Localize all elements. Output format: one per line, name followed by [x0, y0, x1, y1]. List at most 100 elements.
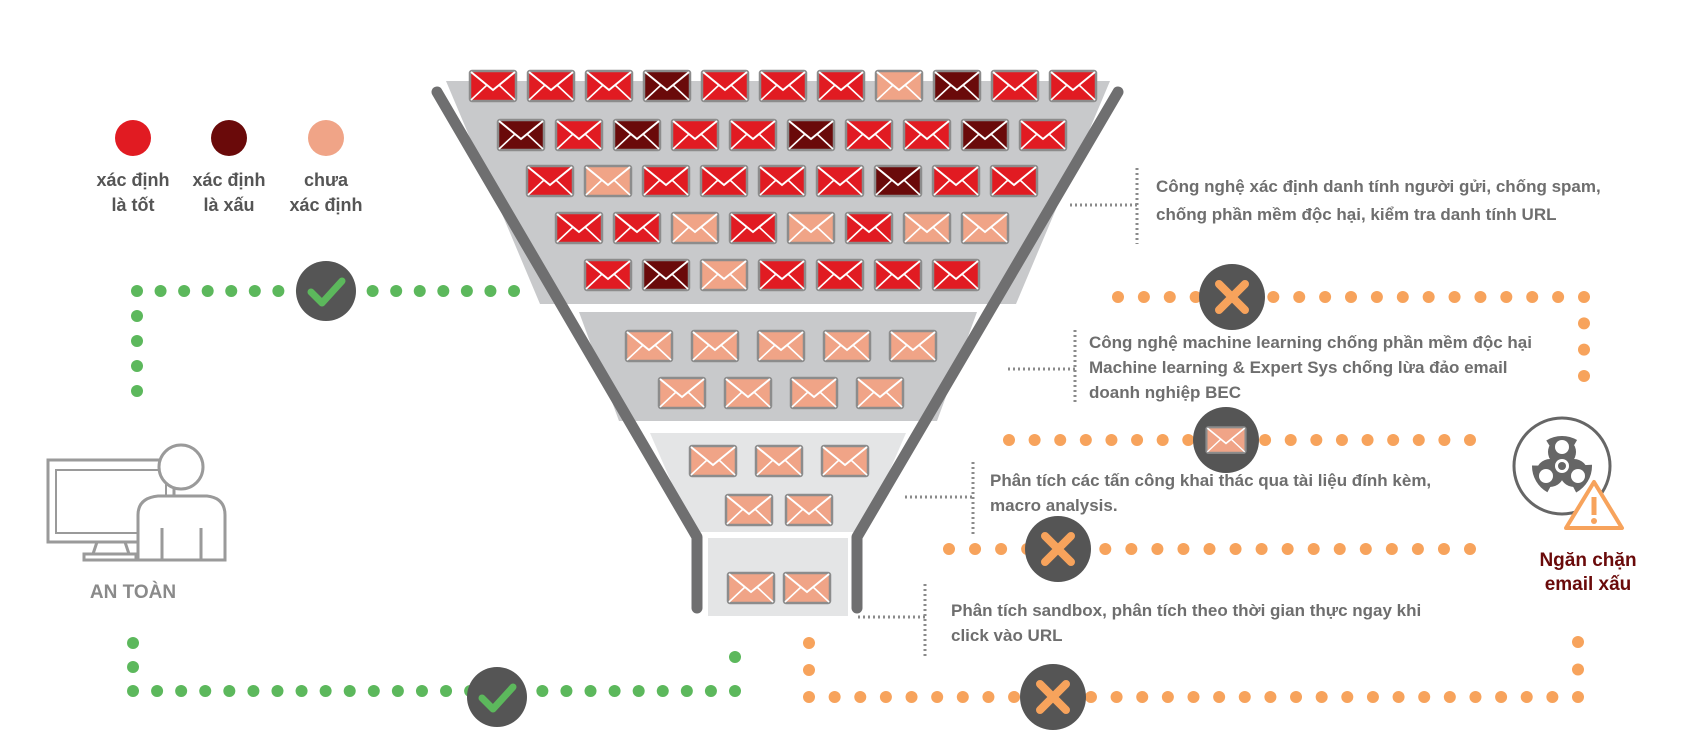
legend-good-dot [115, 120, 151, 156]
email-icon [820, 444, 870, 478]
email-icon [789, 376, 839, 410]
email-icon [723, 376, 773, 410]
email-icon [641, 258, 691, 292]
email-icon [624, 329, 674, 363]
email-icon [700, 69, 750, 103]
email-icon [583, 258, 633, 292]
email-icon [468, 69, 518, 103]
email-icon [902, 211, 952, 245]
email-icon [612, 211, 662, 245]
check-icon [467, 667, 527, 727]
email-icon [584, 69, 634, 103]
email-icon [642, 69, 692, 103]
email-icon [844, 118, 894, 152]
legend-bad-dot [211, 120, 247, 156]
legend-good-label-line1: xác định [96, 170, 169, 190]
flow-path-block-3 [943, 543, 1476, 555]
email-icon [699, 258, 749, 292]
email-icon [815, 258, 865, 292]
biohazard-icon [1532, 436, 1592, 496]
email-icon [960, 211, 1010, 245]
legend-bad-label-line2: là xấu [203, 195, 254, 215]
funnel-rim-right [851, 86, 1124, 614]
stage-labels: Công nghệ xác định danh tính người gửi, … [858, 168, 1601, 656]
email-icon [844, 211, 894, 245]
safe-area: AN TOÀN [46, 443, 227, 603]
x-icon [1020, 664, 1086, 730]
email-icon [816, 69, 866, 103]
legend: xác định là tốt xác định là xấu chưa xác… [96, 120, 363, 215]
email-marker [1193, 407, 1259, 473]
email-icon [990, 69, 1040, 103]
safe-label: AN TOÀN [90, 581, 176, 603]
legend-bad-label-line1: xác định [192, 170, 265, 190]
stage-2-label-line2: Machine learning & Expert Sys chống lừa … [1089, 358, 1508, 377]
stage-1-label-line1: Công nghệ xác định danh tính người gửi, … [1156, 177, 1601, 196]
email-icon [641, 164, 691, 198]
email-icon [754, 444, 804, 478]
legend-unknown-dot [308, 120, 344, 156]
stage-4-label-line2: click vào URL [951, 626, 1063, 645]
warning-triangle-icon [1564, 480, 1624, 530]
email-icon [815, 164, 865, 198]
stage-3-label-line2: macro analysis. [990, 496, 1118, 515]
email-icon [670, 118, 720, 152]
email-icon [657, 376, 707, 410]
legend-good-label-line2: là tốt [112, 195, 155, 215]
email-icon [612, 118, 662, 152]
email-icon [931, 258, 981, 292]
email-icon [756, 329, 806, 363]
email-icon [554, 118, 604, 152]
email-icon [496, 118, 546, 152]
email-icon [728, 118, 778, 152]
flow-path-good-bottom [127, 637, 741, 697]
email-icon [1048, 69, 1098, 103]
email-icon [758, 69, 808, 103]
email-icon [989, 164, 1039, 198]
flow-path-block-4 [803, 636, 1584, 703]
email-icon [873, 164, 923, 198]
stage-1-label-line2: chống phần mềm độc hại, kiểm tra danh tí… [1156, 205, 1556, 224]
funnel [431, 69, 1124, 616]
email-icon [931, 164, 981, 198]
status-markers [296, 261, 1265, 730]
block-label-line1: Ngăn chặn [1539, 550, 1636, 571]
email-icon [525, 164, 575, 198]
stage-3-label-line1: Phân tích các tấn công khai thác qua tài… [990, 471, 1431, 490]
user-icon [136, 443, 227, 562]
funnel-section-2 [579, 312, 977, 421]
x-icon [1025, 516, 1091, 582]
check-icon [296, 261, 356, 321]
email-icon [960, 118, 1010, 152]
email-icon [873, 258, 923, 292]
email-icon [782, 571, 832, 605]
email-icon [699, 164, 749, 198]
block-area: Ngăn chặn email xấu [1512, 416, 1637, 595]
email-icon [784, 493, 834, 527]
email-icon [1018, 118, 1068, 152]
biohazard-frame [1512, 416, 1612, 516]
email-icon [902, 118, 952, 152]
email-icon [670, 211, 720, 245]
stage-4-label-line1: Phân tích sandbox, phân tích theo thời g… [951, 601, 1421, 620]
email-icon [1205, 426, 1247, 454]
email-icon [855, 376, 905, 410]
legend-unknown-label-line2: xác định [289, 195, 362, 215]
email-icon [726, 571, 776, 605]
x-icon [1199, 264, 1265, 330]
funnel-rim-left [431, 86, 703, 614]
email-icon [874, 69, 924, 103]
email-icon [728, 211, 778, 245]
stage-2-label-line1: Công nghệ machine learning chống phần mề… [1089, 333, 1532, 352]
email-icon [888, 329, 938, 363]
email-icon [932, 69, 982, 103]
email-icon [757, 258, 807, 292]
stage-2-label-line3: doanh nghiệp BEC [1089, 383, 1241, 402]
email-icon [724, 493, 774, 527]
email-icon [786, 118, 836, 152]
email-icon [690, 329, 740, 363]
email-icon [822, 329, 872, 363]
email-icon [554, 211, 604, 245]
block-label-line2: email xấu [1545, 574, 1632, 595]
